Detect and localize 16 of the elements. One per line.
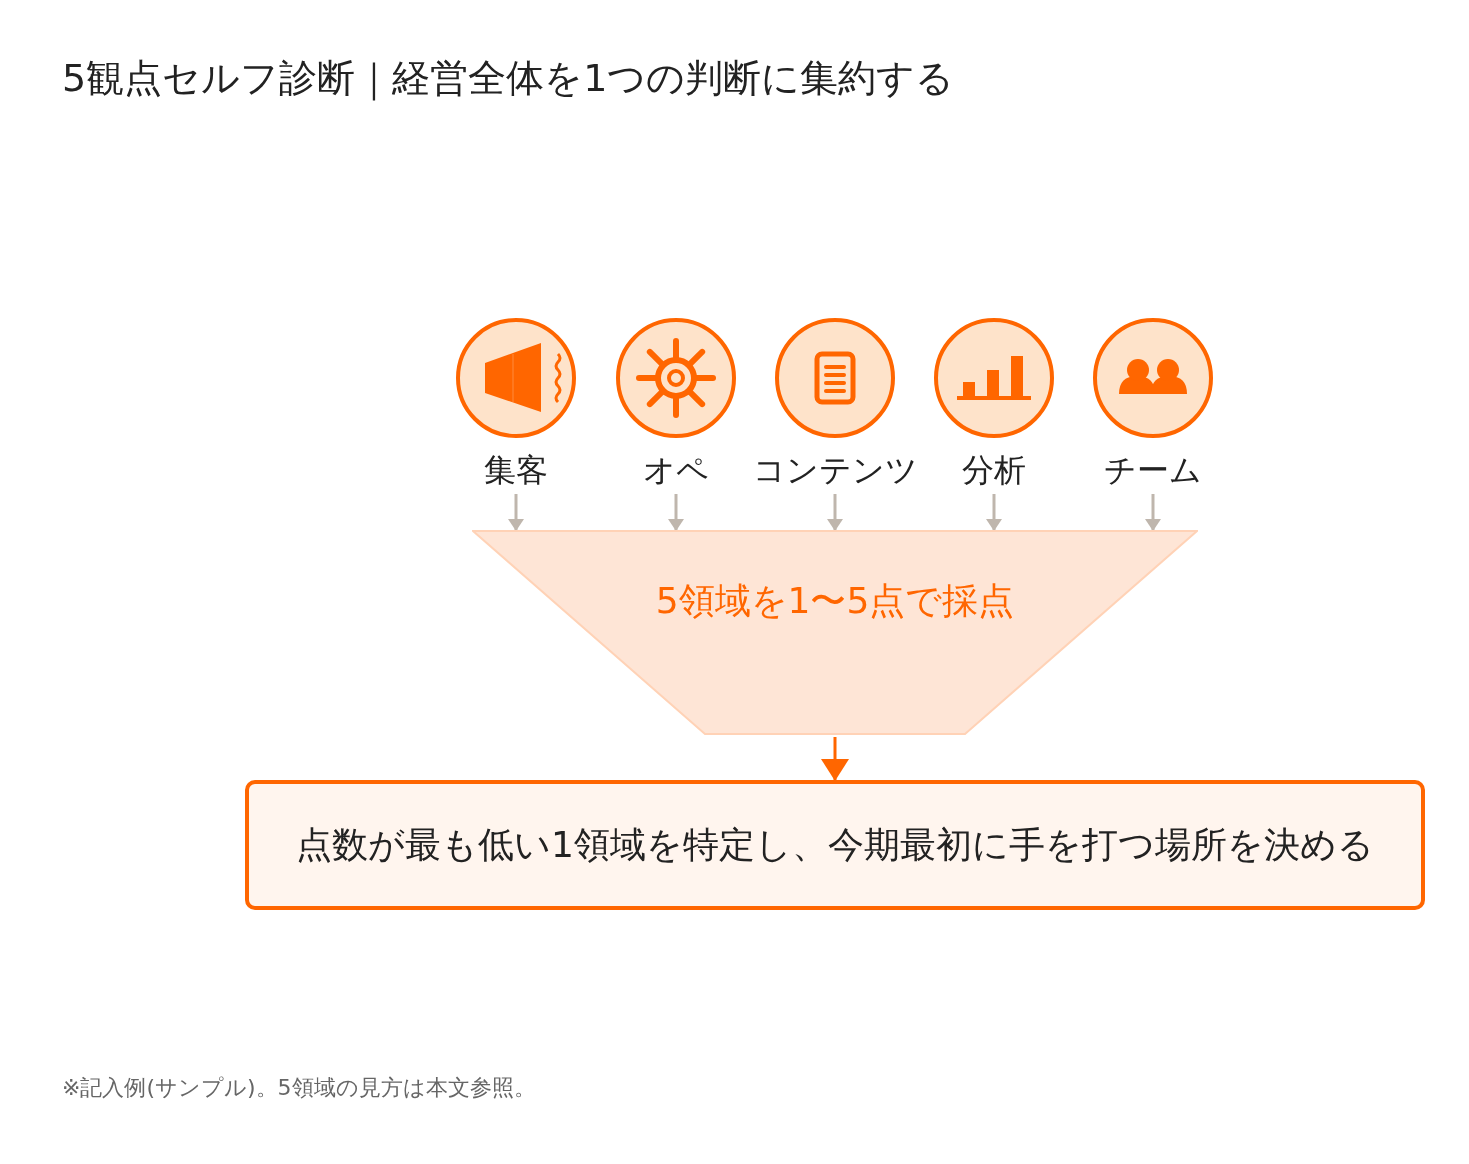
result-text: 点数が最も低い1領域を特定し、今期最初に手を打つ場所を決める	[296, 823, 1374, 867]
category-label: オペ	[643, 450, 709, 490]
category-label: コンテンツ	[752, 450, 918, 490]
arrow	[508, 494, 524, 531]
category-label: 分析	[962, 450, 1026, 490]
arrow	[1145, 494, 1161, 531]
title: 5観点セルフ診断｜経営全体を1つの判断に集約する	[62, 55, 955, 103]
arrow	[668, 494, 684, 531]
footnote: ※記入例(サンプル)。5領域の見方は本文参照。	[62, 1074, 536, 1102]
arrow	[827, 494, 843, 531]
category-label: チーム	[1104, 450, 1202, 490]
category-label: 集客	[484, 450, 548, 490]
result-panel	[245, 780, 1425, 910]
arrow	[986, 494, 1002, 531]
funnel-label: 5領域を1〜5点で採点	[655, 579, 1015, 623]
arrow	[821, 737, 849, 781]
